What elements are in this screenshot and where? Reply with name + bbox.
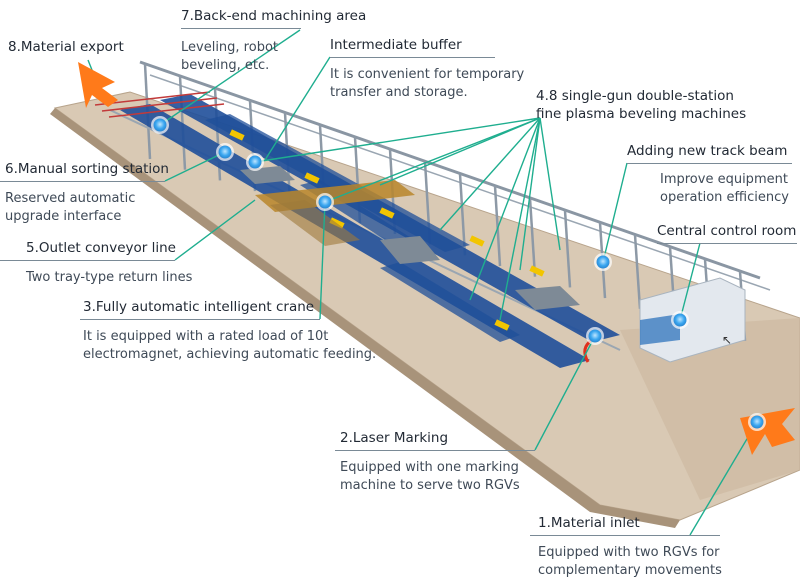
callout-markers (151, 116, 766, 431)
callout-track-beam-underline (627, 163, 792, 164)
leader-line (164, 151, 226, 182)
callout-4-title: 4.8 single-gun double-station (536, 88, 734, 104)
callout-6-desc-1: Reserved automatic (5, 191, 136, 206)
callout-8-title: 8.Material export (8, 39, 124, 55)
leader-line (519, 117, 541, 271)
callout-4-title-2: fine plasma beveling machines (536, 106, 747, 122)
track-column (458, 173, 467, 256)
callout-buffer-title: Intermediate buffer (330, 37, 462, 53)
leader-line (439, 117, 541, 231)
callout-6-desc-2: upgrade interface (5, 209, 122, 224)
callout-2-desc-2: machine to serve two RGVs (340, 478, 520, 493)
callout-3-desc-2: electromagnet, achieving automatic feedi… (83, 347, 377, 362)
callout-1-desc-1: Equipped with two RGVs for (538, 545, 720, 560)
callout-5-desc-1: Two tray-type return lines (26, 270, 193, 285)
callout-marker (588, 329, 602, 343)
callout-1-title: 1.Material inlet (538, 515, 640, 531)
callout-marker (673, 313, 687, 327)
plasma-gantries (229, 129, 545, 331)
callout-track-beam-title: Adding new track beam (627, 143, 788, 159)
callout-6-title: 6.Manual sorting station (5, 161, 169, 177)
leader-line (499, 117, 541, 321)
callout-buffer-desc-2: transfer and storage. (330, 85, 468, 100)
callout-5-title: 5.Outlet conveyor line (26, 240, 176, 256)
callout-marker (596, 255, 610, 269)
leader-line (602, 162, 628, 263)
leader-line (539, 117, 561, 251)
callout-marker (218, 145, 232, 159)
leader-line (379, 117, 541, 186)
callout-7-desc-2: beveling, etc. (181, 58, 270, 73)
callout-6-underline (0, 181, 165, 182)
callout-2-desc-1: Equipped with one marking (340, 460, 519, 475)
callout-2-underline (335, 450, 535, 451)
track-column (528, 198, 537, 277)
callout-track-beam-desc-1: Improve equipment (660, 172, 788, 187)
callout-marker (750, 415, 764, 429)
callout-buffer-underline (330, 57, 495, 58)
callout-5-underline (0, 260, 175, 261)
callout-1-underline (530, 535, 720, 536)
leader-line (159, 29, 301, 126)
access-road (620, 318, 800, 500)
callout-3-underline (80, 319, 320, 320)
mouse-cursor-icon: ↖ (722, 333, 733, 347)
callout-7-title: 7.Back-end machining area (181, 8, 367, 24)
track-column (493, 185, 502, 267)
conveyor-lines (120, 94, 620, 368)
callout-2-title: 2.Laser Marking (340, 430, 449, 446)
material-export-arrow (78, 62, 118, 108)
intelligent-crane (255, 180, 415, 246)
central-control-room-building (639, 277, 746, 363)
callout-control-room-underline (657, 243, 797, 244)
leader-line (174, 199, 256, 261)
leader-line (324, 117, 541, 203)
leader-line (679, 242, 701, 321)
track-column (633, 234, 642, 309)
callout-3-desc-1: It is equipped with a rated load of 10t (83, 329, 329, 344)
track-column (563, 210, 572, 288)
callout-leader-lines (87, 29, 758, 536)
callout-buffer-desc-1: It is convenient for temporary (330, 67, 525, 82)
callout-marker (248, 155, 262, 169)
callout-marker (153, 118, 167, 132)
callout-1-desc-2: complementary movements (538, 563, 722, 578)
callout-track-beam-desc-2: operation efficiency (660, 190, 789, 205)
leader-line (264, 56, 331, 161)
callout-7-underline (181, 28, 301, 29)
leader-line (534, 335, 596, 451)
leader-line (254, 117, 541, 163)
leader-line (319, 201, 326, 320)
leader-line (689, 421, 758, 536)
callout-marker (318, 195, 332, 209)
callout-7-desc-1: Leveling, robot (181, 40, 278, 55)
callout-3-title: 3.Fully automatic intelligent crane (83, 299, 315, 315)
callout-control-room-title: Central control room (657, 223, 797, 239)
leader-line (469, 117, 541, 301)
